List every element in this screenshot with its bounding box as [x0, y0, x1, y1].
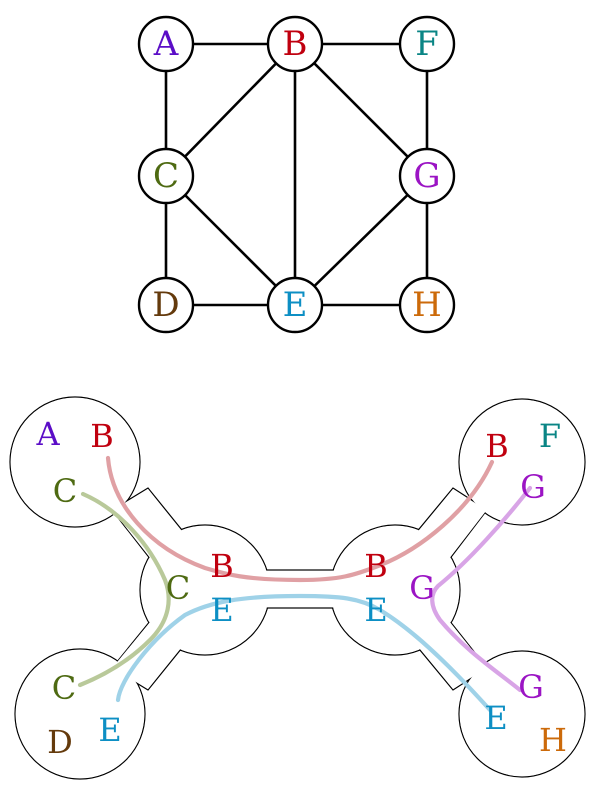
graph-node-d: D: [137, 276, 195, 334]
bag-cde-label-e: E: [98, 711, 121, 749]
edge-g-e: [294, 175, 428, 306]
bag-cde-label-c: C: [52, 669, 76, 707]
edge-c-e: [165, 175, 296, 306]
trace-b: [105, 455, 495, 583]
bag-cde-label-d: D: [47, 723, 73, 761]
graph-node-g: G: [398, 147, 456, 205]
bag-bfg: B F G: [485, 417, 561, 506]
graph-node-c-label: C: [153, 156, 179, 196]
graph-node-a: A: [137, 15, 195, 73]
trace-e: [115, 593, 493, 713]
graph-node-h: H: [398, 276, 456, 334]
graph: A B F C G D E H: [137, 15, 456, 334]
graph-node-d-label: D: [152, 285, 179, 325]
graph-node-e: E: [266, 276, 324, 334]
graph-node-g-label: G: [413, 156, 440, 196]
graph-node-e-label: E: [283, 285, 308, 325]
trace-g: [430, 485, 533, 693]
bag-bce: B C E: [166, 547, 234, 629]
bag-abc-label-a: A: [35, 415, 60, 453]
bag-bce-label-e: E: [210, 591, 233, 629]
bag-abc: A B C: [35, 415, 113, 510]
bag-geh: G E H: [484, 668, 567, 759]
bag-bge: B G E: [364, 547, 435, 629]
bag-geh-label-g: G: [518, 668, 544, 706]
bag-bce-label-c: C: [166, 569, 190, 607]
edge-b-c: [165, 43, 296, 177]
bag-bge-label-e: E: [364, 591, 387, 629]
trace-c: [77, 491, 171, 688]
bag-bfg-label-g: G: [520, 468, 546, 506]
graph-node-h-label: H: [412, 285, 442, 325]
bag-bfg-label-f: F: [539, 417, 561, 455]
bag-bge-label-g: G: [409, 569, 435, 607]
edge-b-g: [294, 43, 428, 177]
bag-geh-label-h: H: [539, 721, 567, 759]
bag-bce-label-b: B: [210, 547, 234, 585]
graph-node-b: B: [266, 15, 324, 73]
graph-node-b-label: B: [283, 24, 308, 64]
bag-geh-label-e: E: [484, 699, 507, 737]
bag-bge-label-b: B: [364, 547, 388, 585]
bag-bfg-label-b: B: [485, 427, 509, 465]
graph-node-c: C: [137, 147, 195, 205]
graph-edges: [164, 42, 429, 307]
graph-node-f-label: F: [415, 24, 439, 64]
graph-node-a-label: A: [153, 24, 179, 64]
bag-abc-label-c: C: [53, 472, 77, 510]
bag-abc-label-b: B: [90, 417, 114, 455]
traces: [77, 455, 533, 713]
tree-decomposition: A B C B F G B C E B G E C D E G E H: [9, 396, 586, 780]
bag-cde: C D E: [47, 669, 122, 761]
graph-node-f: F: [398, 15, 456, 73]
